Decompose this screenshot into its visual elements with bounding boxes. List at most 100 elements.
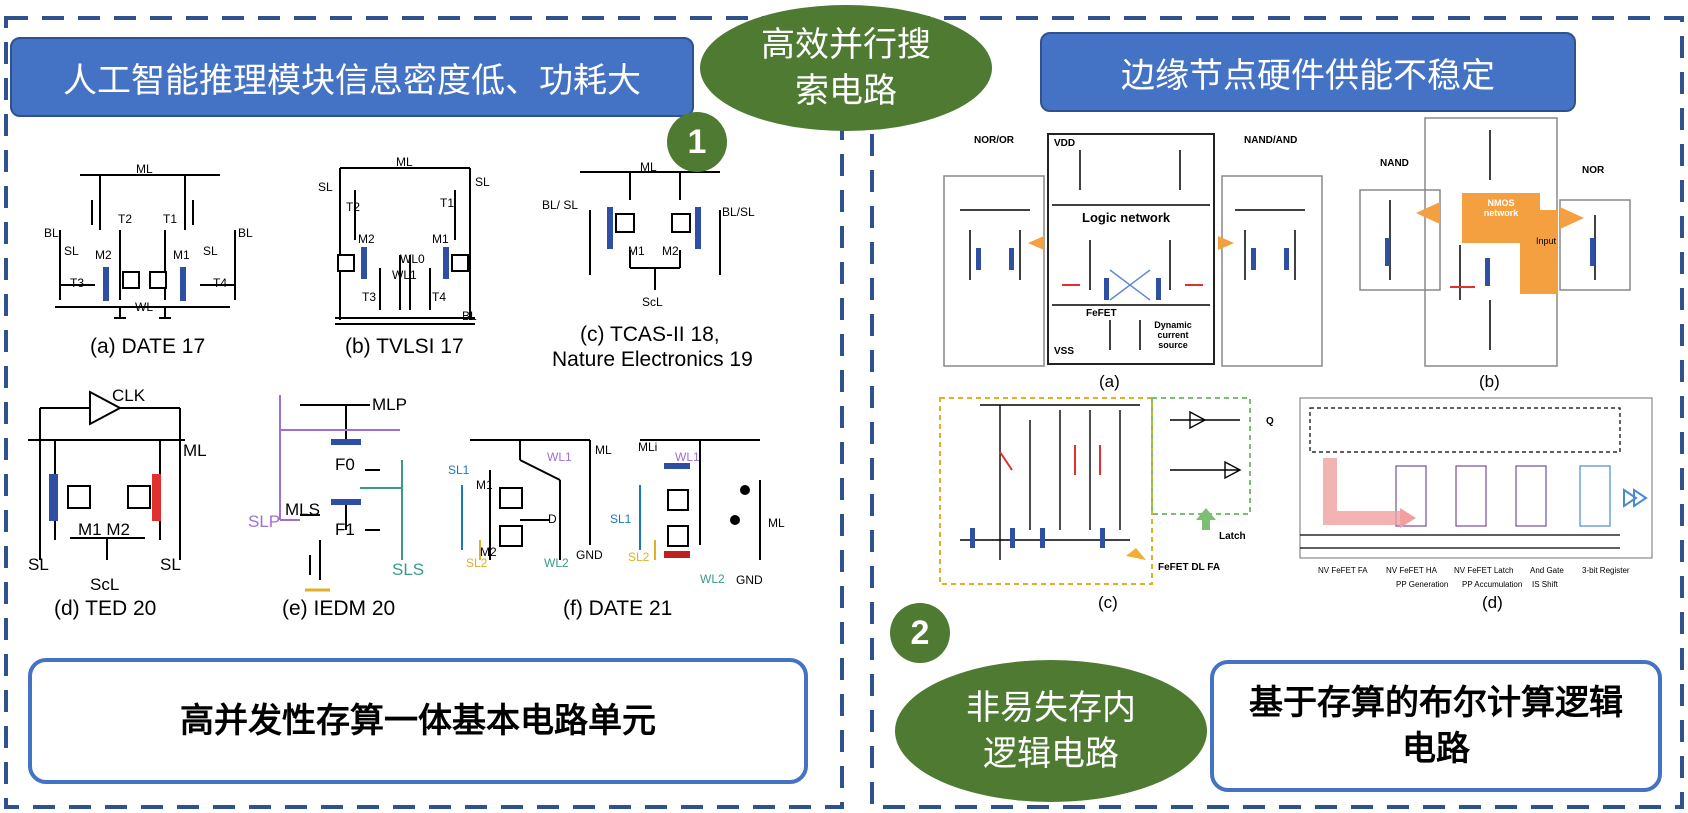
label-f-sl2-right: SL2 [628,550,650,564]
label-a-m1: M1 [173,248,190,262]
label-c-scl: ScL [642,295,663,309]
label-b-t3: T3 [362,290,377,304]
schematic-right-d [1299,397,1653,559]
ellipse-bottom-line1: 非易失存内 [966,688,1136,728]
right-header-text: 边缘节点硬件供能不稳定 [1121,55,1495,96]
label-c-bl-sl: BL/ SL [542,198,579,212]
label-b-t2: T2 [346,200,361,214]
legend-rd-3: And Gate [1530,566,1564,575]
label-a-ml: ML [136,162,153,176]
badge-2: 2 [890,603,950,663]
legend-rd-1: NV FeFET HA [1386,566,1437,575]
left-caption-text: 高并发性存算一体基本电路单元 [180,701,656,741]
label-d-scl: ScL [90,575,120,594]
label-f-wl2-right: WL2 [700,572,725,586]
label-b-m1: M1 [432,232,449,246]
label-a-t4: T4 [213,276,228,290]
label-e-f1: F1 [335,520,355,539]
ellipse-top-line1: 高效并行搜 [761,25,931,65]
label-f-gnd-right: GND [736,573,763,587]
label-e-f0: F0 [335,455,355,474]
caption-f: (f) DATE 21 [563,597,673,620]
label-c-sl-bl: BL/SL [722,205,755,219]
right-caption-box: 基于存算的布尔计算逻辑 电路 [1210,660,1662,792]
label-c-ml: ML [640,160,657,174]
schematic-c [580,171,721,290]
label-a-sl-right: SL [203,244,218,258]
label-a-wl: WL [135,300,153,314]
caption-d: (d) TED 20 [54,597,157,620]
badge-1: 1 [667,112,727,172]
label-e-mls: MLS [285,500,320,519]
legend-rd-4: 3-bit Register [1582,566,1630,575]
label-a-bl-right: BL [238,226,253,240]
label-f-ml: ML [595,443,612,457]
label-rc-fefet-dl-fa: FeFET DL FA [1158,562,1221,573]
label-f-d: D [548,512,557,526]
label-e-mlp: MLP [372,395,407,414]
label-f-ml-right: ML [768,516,785,530]
label-a-bl: BL [44,226,59,240]
ellipse-bottom-line2: 逻辑电路 [983,734,1119,774]
schematic-right-c-colored [970,445,1216,560]
schematic-right-a-colored [976,236,1289,301]
caption-a: (a) DATE 17 [90,335,206,358]
ellipse-top: 高效并行搜 索电路 [700,5,992,131]
label-rb-nor: NOR [1582,165,1605,176]
schematic-e [300,404,380,580]
label-f-sl1-right: SL1 [610,512,632,526]
label-d-clk: CLK [112,386,146,405]
right-dashed-frame [870,16,1684,809]
label-ra-nand-and: NAND/AND [1244,135,1298,146]
schematic-d [28,390,185,560]
label-f-gnd: GND [576,548,603,562]
schematic-a [55,174,236,319]
legend-rd-2: NV FeFET Latch [1454,566,1514,575]
label-d-m1m2: M1 M2 [78,520,130,539]
label-a-t3: T3 [70,276,85,290]
label-f-wl1: WL1 [547,450,572,464]
label-f-mli: MLi [638,440,658,454]
label-a-m2: M2 [95,248,112,262]
left-caption-box: 高并发性存算一体基本电路单元 [28,658,808,784]
right-header: 边缘节点硬件供能不稳定 [1040,32,1576,112]
left-header: 人工智能推理模块信息密度低、功耗大 [10,37,694,117]
label-c-m2: M2 [662,244,679,258]
right-caption-line1: 基于存算的布尔计算逻辑 [1249,683,1623,723]
badge-1-text: 1 [687,122,707,161]
caption-b: (b) TVLSI 17 [345,335,464,358]
label-d-ml: ML [183,441,207,460]
label-f-wl1-right: WL1 [675,450,700,464]
caption-right-c: (c) [1098,593,1118,612]
label-b-wl0: WL0 [400,252,425,266]
label-rb-input: Input [1536,236,1557,246]
label-b-m2: M2 [358,232,375,246]
caption-right-d: (d) [1482,593,1503,612]
schematic-f [470,439,761,560]
label-e-sls: SLS [392,560,425,579]
left-header-text: 人工智能推理模块信息密度低、功耗大 [63,60,641,101]
ellipse-top-line2: 索电路 [795,71,897,111]
label-b-t4: T4 [432,290,447,304]
step-rd-1: PP Accumulation [1462,580,1523,589]
label-c-m1: M1 [628,244,645,258]
label-a-sl: SL [64,244,79,258]
caption-e: (e) IEDM 20 [282,597,396,620]
label-rb-nand: NAND [1380,158,1409,169]
label-f-sl1: SL1 [448,463,470,477]
schematic-right-a [943,133,1323,367]
badge-2-text: 2 [910,613,930,652]
label-ra-logic-network: Logic network [1082,210,1171,225]
label-f-sl2: SL2 [466,556,488,570]
label-f-wl2: WL2 [544,556,569,570]
caption-right-a: (a) [1099,372,1120,391]
schematic-right-d-colored [1323,458,1648,528]
legend-rd-0: NV FeFET FA [1318,566,1368,575]
label-b-bl: BL [462,309,477,323]
right-caption-line2: 电路 [1402,729,1470,769]
label-ra-dcs: Dynamic current source [1154,320,1192,350]
label-b-sl-right: SL [475,175,490,189]
label-rc-q: Q [1266,416,1274,427]
label-ra-vss: VSS [1054,346,1075,357]
